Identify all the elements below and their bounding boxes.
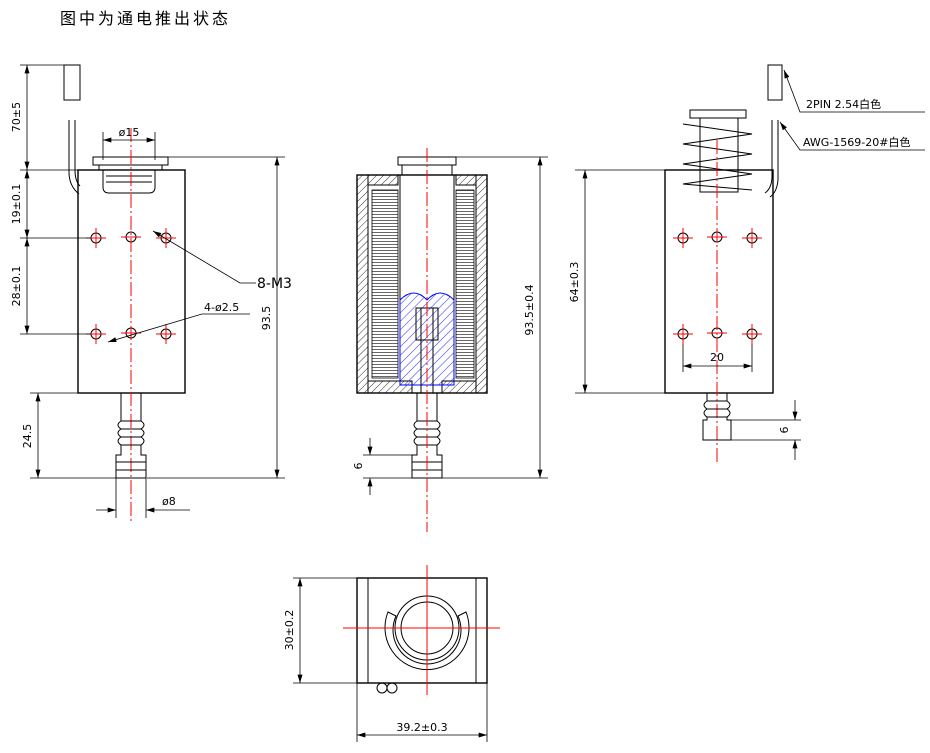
threads-label: 8-M3 <box>257 276 292 292</box>
side-pitch-label: 20 <box>710 351 724 364</box>
section-stroke-extensions <box>363 454 412 479</box>
plunger-dia-label: ø8 <box>162 495 176 508</box>
bottom-height-extensions <box>293 577 357 684</box>
section-plunger-core <box>399 292 455 386</box>
bottom-width-label: 39.2±0.3 <box>396 721 447 734</box>
bottom-height-label: 30±0.2 <box>283 610 296 651</box>
front-flange-washer <box>98 164 163 171</box>
flange-dia-extension <box>102 132 156 160</box>
threads-leader <box>152 230 256 284</box>
side-body-label: 64±0.3 <box>568 262 581 303</box>
front-plunger <box>115 393 147 479</box>
holes-label: 4-ø2.5 <box>204 301 239 314</box>
connector-label: 2PIN 2.54白色 <box>806 97 881 111</box>
caption: 图中为通电推出状态 <box>60 9 231 28</box>
section-view: 6 93.5±0.4 <box>352 148 548 532</box>
holes-leader <box>107 313 250 343</box>
left-dim-extensions <box>20 64 91 335</box>
section-coil-left <box>371 189 399 379</box>
bottom-wire-hole <box>386 682 398 694</box>
bottom-crosshair <box>343 565 500 695</box>
plunger-label: 24.5 <box>21 424 34 449</box>
section-height-label: 93.5±0.4 <box>523 284 536 335</box>
flange-dia-label: ø15 <box>119 126 140 139</box>
section-height-extensions <box>442 156 548 479</box>
height-label: 93.5 <box>260 306 273 331</box>
section-insert-lines <box>420 308 434 340</box>
section-left-wall <box>356 174 369 394</box>
bottom-inner-edges <box>367 578 477 683</box>
front-cup <box>102 170 156 194</box>
side-view: 20 64±0.3 6 2PIN 2.54白色 AWG-1569-20#白色 <box>568 64 925 462</box>
bottom-width-extensions <box>356 683 488 742</box>
front-connector <box>63 64 81 101</box>
side-stroke-extensions <box>731 419 801 441</box>
side-plunger <box>702 393 732 441</box>
top-hole-label: 19±0.1 <box>10 184 23 225</box>
hole-spacing-label: 28±0.1 <box>10 266 23 307</box>
bottom-view: 30±0.2 39.2±0.3 <box>283 565 500 742</box>
side-wire <box>764 120 779 198</box>
side-body <box>664 169 774 394</box>
connector-leader <box>783 69 925 113</box>
wire-length-label: 70±5 <box>10 102 23 132</box>
section-top-plate-left <box>367 174 399 186</box>
bottom-retainer <box>384 611 470 671</box>
section-right-wall <box>475 174 488 394</box>
height-extensions <box>147 156 285 479</box>
side-body-extensions <box>575 169 665 394</box>
side-connector <box>767 64 783 101</box>
side-stroke-label: 6 <box>778 427 791 434</box>
section-stroke-label: 6 <box>352 463 365 470</box>
section-coil-right <box>455 189 475 379</box>
bottom-body <box>356 577 488 684</box>
wire-label: AWG-1569-20#白色 <box>803 135 910 149</box>
front-view: ø15 70±5 19±0.1 28±0.1 8-M3 4-ø2.5 93.5 … <box>10 64 292 522</box>
side-spring-cap <box>689 109 747 119</box>
section-top-plate-right <box>455 174 477 186</box>
wire-leader <box>779 121 925 151</box>
